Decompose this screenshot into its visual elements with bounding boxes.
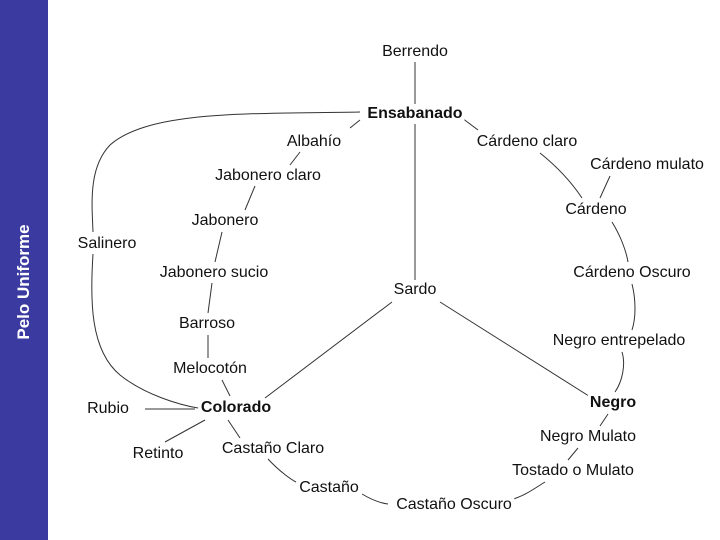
edge-salinero-colorado bbox=[91, 253, 199, 409]
edge-colorado-sardo bbox=[264, 301, 393, 399]
node-tostado-mulato: Tostado o Mulato bbox=[510, 462, 636, 480]
edge-cardeno-claro-cardeno bbox=[539, 152, 583, 199]
node-colorado: Colorado bbox=[198, 399, 274, 417]
edge-castano-claro-castano bbox=[267, 458, 297, 483]
node-castano-claro: Castaño Claro bbox=[219, 440, 327, 458]
node-cardeno-oscuro: Cárdeno Oscuro bbox=[571, 264, 693, 282]
node-cardeno-mulato: Cárdeno mulato bbox=[588, 156, 706, 174]
edge-sardo-negro bbox=[439, 301, 593, 399]
node-negro-mulato: Negro Mulato bbox=[537, 428, 639, 446]
edge-jabonero-claro-jabonero bbox=[244, 185, 256, 211]
edge-cardeno-mulato-cardeno bbox=[599, 175, 611, 199]
node-rubio: Rubio bbox=[85, 400, 131, 418]
node-berrendo: Berrendo bbox=[380, 43, 450, 61]
node-sardo: Sardo bbox=[391, 281, 439, 299]
node-ensabanado: Ensabanado bbox=[365, 105, 465, 123]
node-barroso: Barroso bbox=[176, 315, 238, 333]
node-retinto: Retinto bbox=[130, 445, 186, 463]
node-cardeno-claro: Cárdeno claro bbox=[474, 133, 580, 151]
node-melocoton: Melocotón bbox=[171, 360, 249, 378]
edge-ensabanado-salinero bbox=[91, 111, 361, 233]
sidebar-band bbox=[0, 0, 48, 540]
node-negro: Negro bbox=[587, 394, 639, 412]
node-jabonero-claro: Jabonero claro bbox=[213, 167, 323, 185]
edge-retinto-colorado bbox=[164, 419, 206, 443]
node-salinero: Salinero bbox=[75, 235, 139, 253]
node-jabonero: Jabonero bbox=[189, 212, 261, 230]
edge-ensabanado-cardeno-claro bbox=[461, 117, 479, 131]
node-jabonero-sucio: Jabonero sucio bbox=[157, 264, 271, 282]
edge-castano-oscuro-tostado bbox=[509, 481, 546, 501]
edge-jabonero-jabonero-sucio bbox=[214, 231, 223, 263]
edge-ensabanado-albahio bbox=[349, 119, 361, 129]
node-negro-entrepelado: Negro entrepelado bbox=[550, 332, 688, 350]
edge-cardeno-cardeno-oscuro bbox=[611, 221, 629, 263]
edge-colorado-castano-claro bbox=[227, 419, 241, 439]
edge-melocoton-colorado bbox=[221, 379, 231, 397]
node-castano-oscuro: Castaño Oscuro bbox=[394, 496, 514, 514]
edge-negro-entrepelado-negro bbox=[614, 351, 625, 393]
edge-negro-mulato-negro bbox=[599, 413, 609, 427]
node-albahio: Albahío bbox=[284, 133, 344, 151]
edge-castano-castano-oscuro bbox=[361, 493, 389, 505]
node-cardeno: Cárdeno bbox=[563, 201, 629, 219]
edge-tostado-negro-mulato bbox=[567, 447, 579, 461]
edge-jabonero-sucio-barroso bbox=[207, 282, 213, 314]
edge-cardeno-oscuro-negro-entrepelado bbox=[631, 283, 636, 331]
node-castano: Castaño bbox=[297, 479, 361, 497]
edge-albahio-jabonero-claro bbox=[289, 151, 301, 166]
